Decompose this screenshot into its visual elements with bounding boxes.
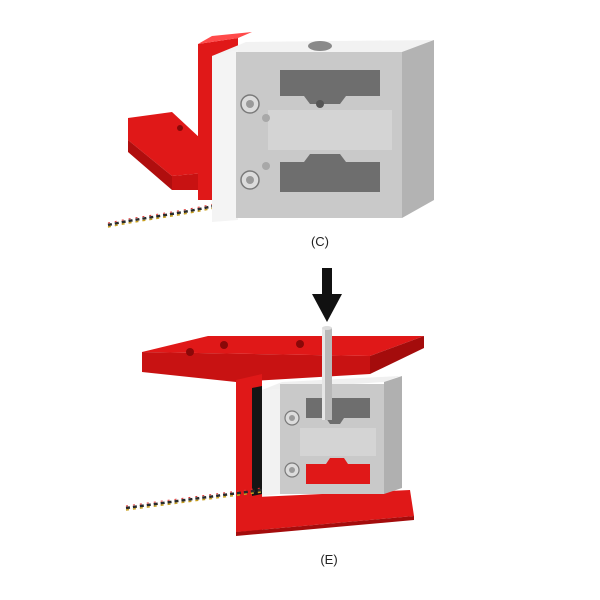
bolt-lower-head xyxy=(246,176,254,184)
bracket-base-top xyxy=(128,112,215,176)
upper-cutout xyxy=(280,70,380,104)
plate-hole-1 xyxy=(186,348,194,356)
assembly-e xyxy=(125,326,424,536)
bracket-hole xyxy=(177,125,183,131)
load-cell-right-e xyxy=(384,376,402,494)
load-cell-side xyxy=(212,50,238,222)
down-arrow-icon xyxy=(312,268,342,322)
center-hole xyxy=(316,100,324,108)
bolt-lower-e-head xyxy=(289,467,295,473)
cable-c xyxy=(107,202,219,228)
plate-hole-2 xyxy=(220,341,228,349)
caption-c: (C) xyxy=(310,234,330,249)
bolt-upper-head xyxy=(246,100,254,108)
center-beam-e xyxy=(300,428,376,456)
bracket-base-edge xyxy=(236,516,414,536)
cable-e xyxy=(125,487,263,511)
bolt-upper-e-head xyxy=(289,415,295,421)
bracket-plate-front xyxy=(142,352,370,382)
bracket-upright-top xyxy=(198,32,252,44)
spacer-plate xyxy=(252,386,262,496)
assembly-c xyxy=(107,32,434,228)
red-bracket-e xyxy=(142,336,424,536)
bolt-upper-2-icon xyxy=(262,114,270,122)
load-cell-right xyxy=(402,40,434,218)
plate-hole-3 xyxy=(296,340,304,348)
bracket-plate-right xyxy=(370,336,424,374)
caption-e: (E) xyxy=(320,552,338,567)
load-cell-side-e xyxy=(262,384,280,496)
load-cell-c xyxy=(212,40,434,222)
top-hole xyxy=(308,41,332,51)
bracket-base xyxy=(236,490,414,532)
lower-cutout xyxy=(280,154,380,192)
bracket-base-side xyxy=(128,140,172,190)
center-beam xyxy=(268,110,392,150)
lower-cutout-e xyxy=(306,458,370,484)
bracket-plate-top xyxy=(142,336,424,356)
bolt-lower-2-icon xyxy=(262,162,270,170)
push-rod xyxy=(322,326,332,420)
